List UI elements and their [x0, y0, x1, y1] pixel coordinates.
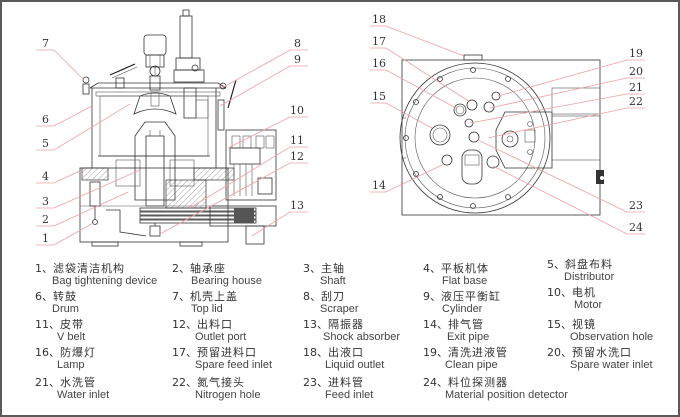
callout-12: 12 [290, 150, 304, 163]
callout-2: 2 [42, 213, 49, 226]
callout-16: 16 [372, 57, 386, 70]
callout-18: 18 [372, 13, 386, 26]
callout-1: 1 [42, 232, 49, 245]
top-view-callouts: 18 17 16 15 14 19 20 21 22 23 24 [370, 13, 645, 235]
callout-3: 3 [42, 195, 49, 208]
top-view: 18 17 16 15 14 19 20 21 22 23 24 [370, 13, 645, 235]
callout-9: 9 [294, 53, 301, 66]
technical-drawing: 7 6 5 4 3 2 1 8 9 10 11 12 13 [36, 9, 645, 247]
callout-20: 20 [629, 65, 643, 78]
callout-7: 7 [42, 37, 49, 50]
callout-8: 8 [294, 37, 301, 50]
callout-11: 11 [290, 134, 304, 147]
callout-13: 13 [290, 199, 304, 212]
callout-15: 15 [372, 90, 386, 103]
side-view: 7 6 5 4 3 2 1 8 9 10 11 12 13 [36, 9, 308, 247]
callout-5: 5 [42, 137, 49, 150]
callout-19: 19 [629, 47, 643, 60]
exit-pipe [441, 154, 453, 166]
v-belt [139, 207, 257, 224]
callout-21: 21 [629, 81, 643, 94]
lamp-port [453, 103, 467, 117]
callout-14: 14 [372, 179, 386, 192]
callout-17: 17 [372, 35, 386, 48]
callout-23: 23 [629, 199, 643, 212]
callout-6: 6 [42, 113, 49, 126]
side-view-callouts: 7 6 5 4 3 2 1 8 9 10 11 12 13 [36, 37, 308, 246]
callout-22: 22 [629, 95, 643, 108]
callout-24: 24 [629, 221, 643, 234]
callout-10: 10 [290, 104, 304, 117]
callout-4: 4 [42, 170, 49, 183]
observation-hole [429, 124, 451, 146]
